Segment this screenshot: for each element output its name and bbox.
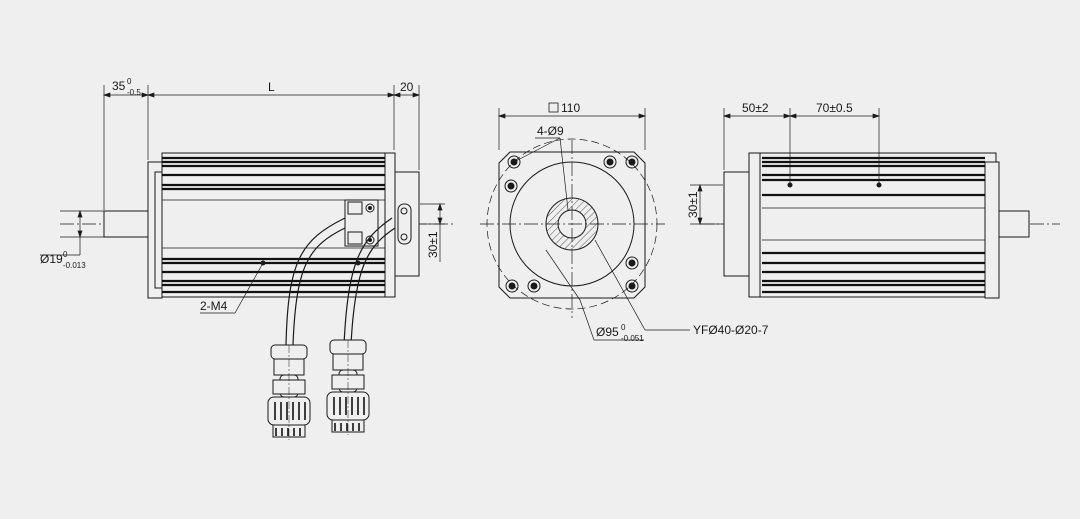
side-terminal-plate [397,203,412,245]
top-view [690,108,1060,299]
dim-bolts: 2-M4 [200,299,228,313]
front-mount-holes [504,155,639,293]
top-dimensions [690,108,881,226]
dim-front-value: 35 [112,79,126,93]
side-cable-1 [285,217,346,346]
top-shaft [998,210,1030,238]
side-view [40,85,455,440]
dim-square: 110 [561,101,580,115]
top-fins-bottom [762,251,985,294]
side-fins-top [162,156,385,191]
side-labels: 35 0 -0.5 L 20 Ø19 0 -0.013 2-M4 30±1 [40,77,440,313]
dim-holes: 4-Ø9 [537,124,564,138]
dim-front-upper: 0 [127,77,132,86]
side-cable-2 [343,217,393,346]
dim-top-b: 70±0.5 [816,101,853,115]
dim-bore: YFØ40-Ø20-7 [693,323,769,337]
side-terminal-box [394,171,420,277]
dim-pilot-value: Ø95 [596,325,619,339]
dim-side-offset: 30±1 [426,231,440,258]
dim-length: L [268,80,275,94]
dim-shaft-lower: -0.013 [63,261,86,270]
front-view [480,108,690,341]
connector-right [326,339,370,435]
front-dimensions [497,108,690,341]
dim-top-a: 50±2 [742,101,769,115]
dim-shaft-upper: 0 [63,250,68,259]
top-labels: 50±2 70±0.5 30±1 [686,101,853,218]
dim-top-offset: 30±1 [686,191,700,218]
dim-front-lower: -0.5 [127,88,141,97]
dim-shaft-value: Ø19 [40,252,63,266]
dim-pilot-lower: -0.051 [621,334,644,343]
dim-rear: 20 [400,80,414,94]
front-labels: 110 4-Ø9 Ø95 0 -0.051 YFØ40-Ø20-7 [537,101,769,343]
dim-pilot-upper: 0 [621,323,626,332]
square-symbol [548,102,559,113]
connector-left [267,344,311,440]
side-shaft [103,210,149,238]
top-terminal-box [723,171,750,277]
side-dimensions [40,85,445,314]
top-fins-top [762,156,985,197]
side-fins-bottom [162,257,385,294]
side-rear-cap [384,152,396,298]
